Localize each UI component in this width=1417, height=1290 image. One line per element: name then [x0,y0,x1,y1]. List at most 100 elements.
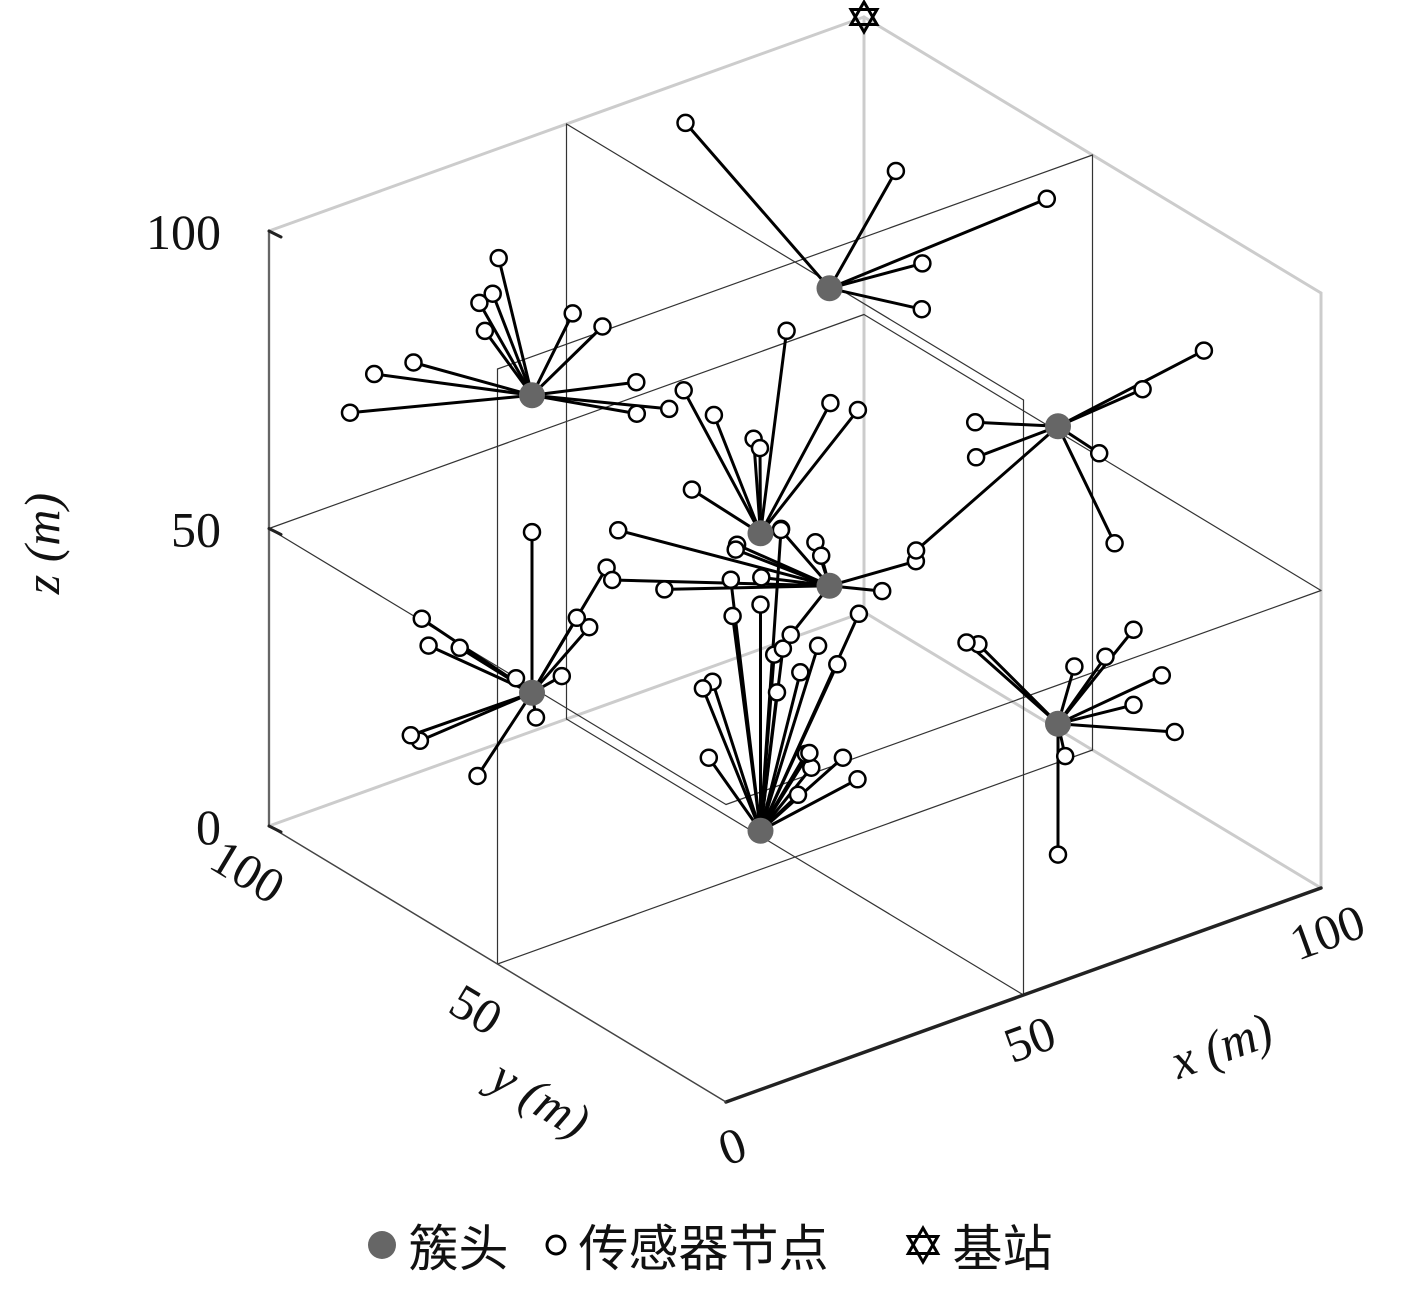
cluster-link-line [828,261,924,290]
legend-label-cluster-head: 簇头 [408,1220,509,1278]
sensor-node-point [771,520,791,540]
cluster-link-line [973,420,1060,428]
sensor-node-point [821,393,840,413]
sensor-node-point [489,248,508,268]
cluster-head-point [1045,413,1071,440]
sensor-node-point [450,638,469,658]
sensor-node-point [906,541,926,560]
sensor-node-point [526,708,546,727]
sensor-node-point [833,748,853,767]
cluster-link-line [530,325,604,397]
cluster-link-line [828,286,924,311]
sensor-node-point [1055,746,1075,766]
cluster-link-line [711,680,762,833]
sensor-node-point [1152,666,1172,685]
cluster-link-line [530,616,579,695]
legend-label-base-station: 基站 [952,1220,1053,1278]
cluster-link-line [828,559,918,588]
sensor-node-point [886,161,906,181]
z-tick-label: 0 [196,799,221,855]
cluster-link-line [476,691,534,778]
cluster-link-line [348,393,534,415]
cluster-link-line [828,169,898,290]
sensor-node-point [593,317,612,336]
sensor-node-point [751,595,770,614]
sensor-node-point [1037,189,1057,209]
sensor-node-point [401,726,421,745]
plane-y-mid-edge [496,154,1094,370]
sensor-node-point [659,399,679,419]
sensor-node-point [1048,845,1068,864]
cluster-link-line [483,329,534,397]
base-station-point [848,0,880,35]
sensor-node-point [563,304,582,323]
cluster-link-line [731,614,762,833]
z-tick-label: 100 [146,204,221,260]
sensor-node-point [682,480,702,499]
cluster-link-line [1056,673,1164,726]
cluster-link-line [530,380,638,397]
sensor-node-point [811,546,831,565]
sensor-node-point [674,381,693,400]
sensor-node-point [1194,341,1214,360]
cluster-head-point [519,382,545,409]
sensor-node-point [848,400,868,420]
x-axis-label: x (m) [1162,1001,1280,1090]
sensor-node-swatch-icon [545,1234,566,1256]
sensor-node-point [627,372,646,392]
z-tick-label: 50 [171,502,221,558]
cluster-link-line [759,401,832,535]
cluster-heads [519,275,1071,844]
cluster-link-line [682,388,762,535]
z-tick-mark [267,527,283,536]
sensor-node-point [552,666,572,686]
sensor-node-point [1133,379,1152,399]
sensor-node-point [602,570,622,590]
sensor-node-point [957,633,976,652]
sensor-node-point [1124,620,1143,640]
cluster-link-line [758,446,762,535]
cluster-link-line [759,329,789,535]
sensor-node-point [693,679,713,698]
cluster-link-line [409,691,534,737]
cluster-link-line [914,424,1060,552]
cluster-link-line [477,301,534,397]
cluster-link-line [684,121,831,290]
sensor-node-point [828,655,847,674]
legend-entry-sensor-node: 传感器节点 [543,1209,829,1281]
sensor-node-point [483,284,502,303]
axes-box [267,15,1323,1104]
cluster-head-point [816,275,843,302]
cluster-link-line [1056,349,1206,428]
sensor-node-point [726,540,745,559]
sensor-node-point [567,608,587,628]
sensor-node-point [723,606,742,626]
sensor-node-point [965,413,985,432]
cluster-link-line [701,686,762,833]
sensor-node-point [468,766,487,786]
cluster-link-line [1056,722,1177,734]
z-tick-mark [267,229,283,239]
cluster-link-line [616,528,831,588]
sensor-node-point [912,299,932,319]
legend: 簇头 传感器节点 基站 [0,1205,1417,1285]
cluster-link-line [530,311,575,397]
cluster-link-line [759,644,820,833]
cluster-link-line [974,424,1060,459]
cluster-link-line [759,408,860,535]
legend-entry-cluster-head: 簇头 [365,1209,509,1281]
cluster-links [348,121,1206,857]
z-tick-mark [267,824,283,834]
plane-y-mid-edge [496,749,1094,965]
sensor-node-point [777,321,796,341]
x-tick-label: 0 [711,1115,754,1176]
sensor-node-point [1105,534,1124,553]
cluster-link-line [1056,424,1117,545]
sensor-node-point [781,625,800,645]
z-axis-label: z (m) [14,493,70,595]
sensor-node-point [966,448,986,467]
sensor-node-point [1089,444,1109,463]
sensor-node-point [800,743,819,763]
